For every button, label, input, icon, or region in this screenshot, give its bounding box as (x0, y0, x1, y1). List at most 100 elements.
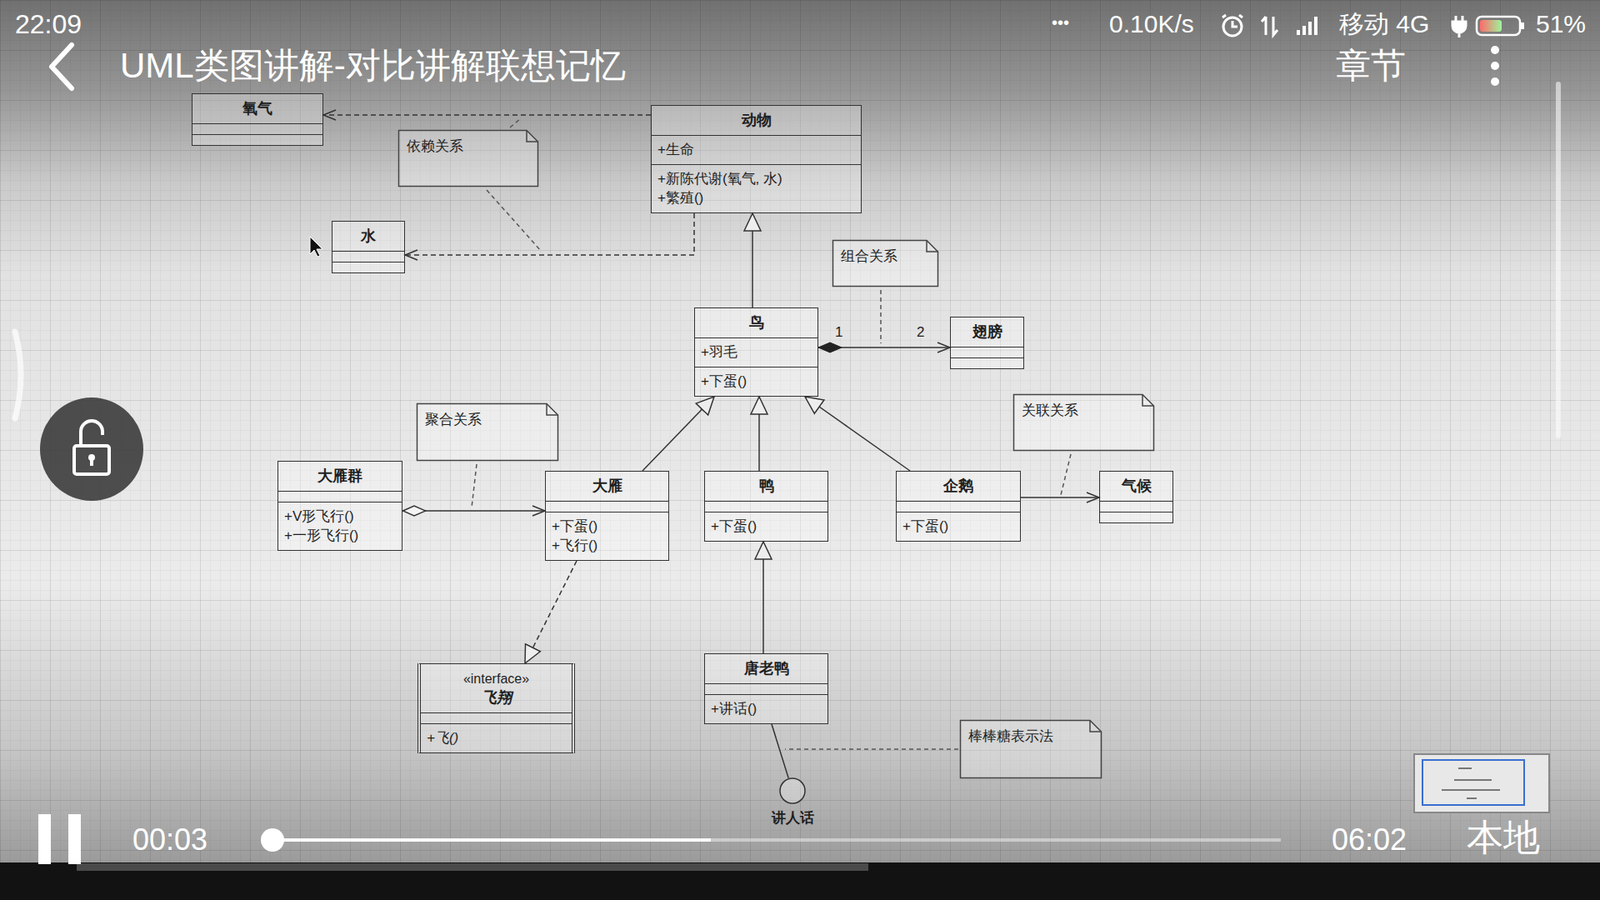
leader-line (1060, 454, 1071, 495)
thumbnail-frame (1422, 760, 1525, 805)
class-compartment (1100, 500, 1173, 512)
progress-track (272, 838, 1281, 842)
note-box: 组合关系 (832, 240, 939, 287)
signal-bar (1314, 16, 1318, 35)
charging-plug (1452, 15, 1466, 38)
class-compartment: +下蛋() (695, 366, 818, 396)
bottom-band (0, 862, 1600, 900)
battery-tip (1520, 22, 1525, 30)
class-name: 飞翔 (426, 688, 566, 708)
connector (525, 560, 577, 664)
connector (1020, 496, 1100, 499)
lock-button (40, 397, 144, 501)
class-compartment (192, 123, 323, 135)
class-compartment (896, 500, 1020, 512)
stereotype: «interface» (426, 669, 566, 689)
lock-button-bg (40, 397, 144, 501)
class-compartment (420, 712, 572, 724)
class-name: 翅膀 (956, 322, 1018, 342)
progress-thumb (260, 828, 285, 852)
class-compartment (705, 683, 828, 695)
class-method: +讲话() (710, 699, 822, 719)
status-time: 22:09 (15, 9, 82, 40)
note-fold (926, 240, 939, 253)
class-method: +一形飞行() (284, 525, 396, 545)
thumbnail-mark (1458, 767, 1472, 770)
class-name: 鸟 (700, 313, 812, 333)
class-attribute: +羽毛 (700, 342, 812, 362)
class-compartment: 大雁 (545, 471, 669, 501)
interface-label: 讲人话 (771, 809, 815, 827)
class-name: 企鹅 (902, 476, 1015, 496)
note-outline (399, 130, 539, 187)
battery-level: 51% (1535, 10, 1586, 40)
progress-buffered (272, 838, 711, 842)
class-method: +新陈代谢(氧气, 水) (657, 169, 855, 189)
class-box: 动物+生命+新陈代谢(氧气, 水)+繁殖() (650, 105, 862, 214)
class-compartment: 水 (332, 221, 405, 251)
note-text: 棒棒糖表示法 (968, 726, 1092, 746)
note-text: 关联关系 (1021, 400, 1145, 420)
leader-line (510, 118, 521, 128)
class-compartment: «interface»飞翔 (420, 664, 572, 713)
connector (642, 396, 715, 471)
connector (818, 346, 950, 349)
status-icons (1222, 15, 1278, 36)
alarm-hands (1222, 15, 1243, 27)
class-compartment: 唐老鸭 (705, 654, 828, 684)
class-method: +下蛋() (700, 371, 812, 391)
class-name: 水 (338, 226, 399, 246)
class-compartment (192, 134, 323, 145)
multiplicity: 1 (835, 324, 843, 341)
note-box: 依赖关系 (398, 130, 539, 187)
class-compartment: +下蛋()+飞行() (545, 511, 669, 560)
signal-bar (1296, 30, 1300, 35)
class-compartment: 大雁群 (278, 461, 402, 491)
class-name: 大雁群 (284, 466, 396, 486)
connector (771, 724, 789, 779)
class-compartment: +新陈代谢(氧气, 水)+繁殖() (651, 164, 861, 213)
class-method: +下蛋() (902, 516, 1015, 536)
data-arrows (1261, 16, 1278, 35)
note-fold (1142, 395, 1155, 407)
connector (402, 510, 545, 512)
class-compartment: 氧气 (192, 94, 323, 124)
battery-outline (1476, 16, 1520, 35)
class-box: 唐老鸭 +讲话() (704, 653, 829, 725)
class-compartment: 企鹅 (896, 471, 1020, 501)
class-method: +飞() (426, 728, 566, 748)
thumbnail-marks (1441, 768, 1500, 799)
class-compartment: +生命 (651, 135, 861, 165)
class-box: 大雁 +下蛋()+飞行() (545, 470, 670, 561)
keyhole (90, 457, 94, 466)
class-compartment (332, 261, 405, 273)
edge-handle (15, 331, 21, 419)
class-box: 鸟 +羽毛 +下蛋() (694, 307, 819, 397)
back-arrow (51, 45, 72, 89)
class-compartment (332, 250, 405, 262)
menu-dots (1490, 45, 1500, 86)
class-method: +下蛋() (710, 516, 822, 536)
local-label: 本地 (1466, 816, 1540, 860)
scrub-bar (76, 863, 869, 871)
class-compartment (950, 357, 1024, 369)
note-outline (1014, 395, 1155, 451)
chapter-button: 章节 (1335, 45, 1406, 86)
leader-line (486, 190, 542, 252)
class-method: +飞行() (551, 535, 663, 555)
class-compartment (1100, 511, 1173, 523)
lollipop-circle-outline (780, 778, 805, 804)
class-compartment: 鸟 (695, 308, 818, 338)
battery-fill (1480, 20, 1502, 32)
thumbnail-mark (1454, 779, 1492, 781)
mouse-cursor (310, 236, 323, 257)
class-box: 氧气 (191, 93, 324, 146)
note-text: 组合关系 (840, 246, 929, 266)
class-attribute: +生命 (657, 140, 855, 160)
lock-body (74, 445, 110, 475)
signal-bar (1302, 25, 1306, 35)
pause-bar (68, 814, 81, 865)
note-fold (1090, 720, 1102, 733)
note-box: 聚合关系 (416, 403, 559, 461)
